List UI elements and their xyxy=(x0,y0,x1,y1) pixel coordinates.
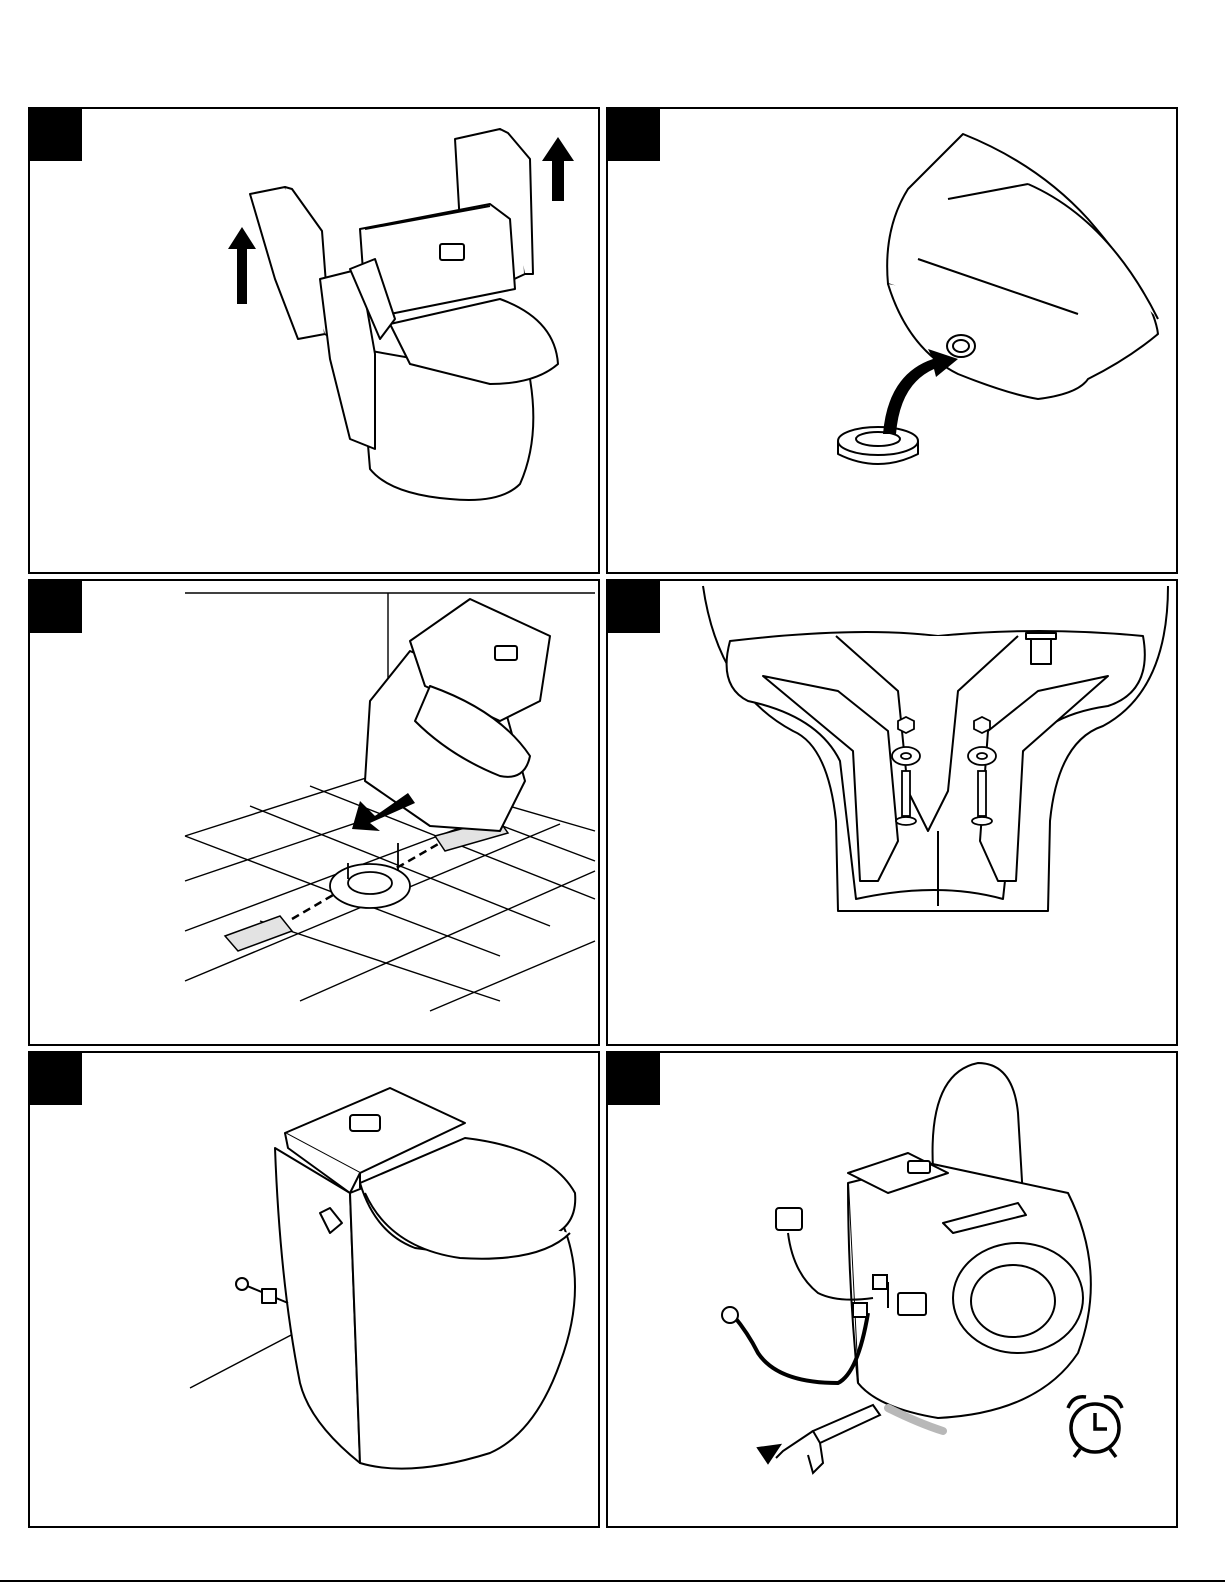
step-panel-2 xyxy=(606,107,1178,574)
step-panel-5 xyxy=(28,1051,600,1528)
supply-valve-icon xyxy=(236,1278,288,1303)
power-adapter-icon xyxy=(776,1208,802,1230)
underside-bolts-illustration xyxy=(608,581,1176,1044)
step-panel-6 xyxy=(606,1051,1178,1528)
wax-ring-illustration xyxy=(608,109,1176,572)
completed-toilet-illustration xyxy=(30,1053,598,1526)
curved-arrow-icon xyxy=(883,349,958,434)
caulk-gun-icon xyxy=(758,1405,880,1473)
alarm-clock-icon xyxy=(1068,1397,1122,1457)
lower-toilet-illustration xyxy=(30,581,598,1044)
step-panel-3 xyxy=(28,579,600,1046)
arrow-up-icon xyxy=(228,227,256,304)
connect-and-caulk-illustration xyxy=(608,1053,1176,1526)
step-panel-1 xyxy=(28,107,600,574)
remove-side-covers-illustration xyxy=(30,109,598,572)
step-panel-4 xyxy=(606,579,1178,1046)
footer-rule xyxy=(0,1580,1225,1582)
down-arrow-icon xyxy=(352,793,415,831)
